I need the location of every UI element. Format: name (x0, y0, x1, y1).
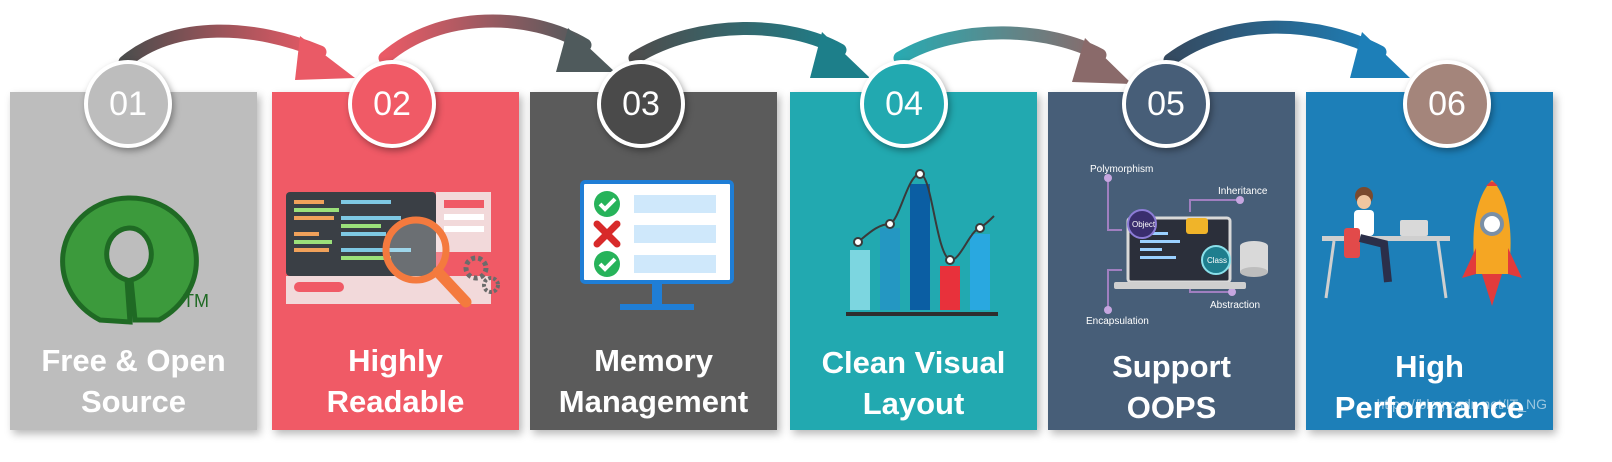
step-title-line2: Layout (862, 386, 965, 421)
oop-label-class: Class (1207, 256, 1227, 265)
bar-chart-icon (846, 169, 998, 316)
step-title-line2: OOPS (1126, 390, 1217, 425)
step-card-02: Highly Readable (272, 92, 519, 430)
step-badge-05: 05 (1122, 60, 1210, 148)
arrow-03-04 (628, 22, 870, 78)
step-title-line1: Free & Open (41, 343, 226, 378)
oop-label-encapsulation: Encapsulation (1086, 316, 1149, 327)
step-title-line2: Readable (326, 384, 465, 419)
trademark-label: TM (183, 291, 209, 311)
code-magnifier-icon (286, 192, 500, 308)
oop-label-polymorphism: Polymorphism (1090, 164, 1153, 175)
step-title-line2: Management (558, 384, 749, 419)
arrow-05-06 (1163, 20, 1410, 78)
arrow-01-02 (118, 24, 355, 80)
step-card-04: Clean Visual Layout (790, 92, 1037, 430)
step-title: Highly Readable (272, 340, 519, 422)
step-title-line2: Performance (1334, 390, 1525, 425)
step-title-line1: Highly (348, 343, 443, 378)
step-title: Clean Visual Layout (790, 342, 1037, 424)
arrow-02-03 (378, 14, 615, 72)
step-badge-04: 04 (860, 60, 948, 148)
step-title-line1: Clean Visual (821, 345, 1006, 380)
open-source-logo-icon: TM (60, 195, 209, 325)
watermark-text: https://blog.csdn.net/IT_NG (1376, 396, 1547, 412)
step-card-03: Memory Management (530, 92, 777, 430)
step-title: Memory Management (530, 340, 777, 422)
rocket-developer-icon (1322, 180, 1522, 306)
step-title-line1: Support (1112, 349, 1231, 384)
step-title: High Performance (1306, 346, 1553, 428)
checklist-monitor-icon (580, 180, 734, 310)
step-badge-01: 01 (84, 60, 172, 148)
step-title-line1: Memory (594, 343, 713, 378)
step-card-05: Polymorphism Inheritance Encapsulation A… (1048, 92, 1295, 430)
step-badge-06: 06 (1403, 60, 1491, 148)
step-title: Support OOPS (1048, 346, 1295, 428)
step-title: Free & Open Source (10, 340, 257, 422)
step-title-line2: Source (80, 384, 187, 419)
oop-label-abstraction: Abstraction (1210, 300, 1260, 311)
step-card-06: High Performance https://blog.csdn.net/I… (1306, 92, 1553, 430)
arrow-04-05 (893, 26, 1132, 84)
oop-laptop-icon: Polymorphism Inheritance Encapsulation A… (1086, 164, 1268, 327)
step-card-01: TM Free & Open Source (10, 92, 257, 430)
step-badge-03: 03 (597, 60, 685, 148)
step-title-line1: High (1395, 349, 1464, 384)
oop-label-inheritance: Inheritance (1218, 186, 1268, 197)
step-badge-02: 02 (348, 60, 436, 148)
oop-label-object: Object (1132, 220, 1156, 229)
